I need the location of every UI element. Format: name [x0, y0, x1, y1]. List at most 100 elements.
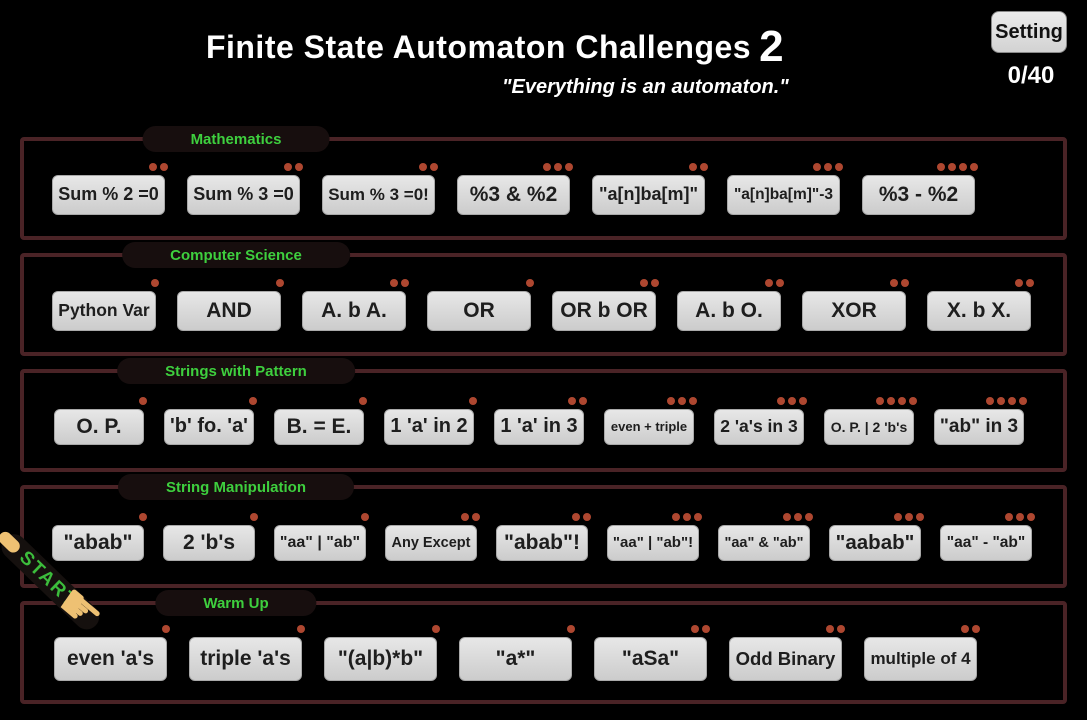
- challenge-item: even + triple: [604, 396, 697, 445]
- category-label-pill: Mathematics: [142, 126, 330, 152]
- challenge-button-b-e[interactable]: B. = E.: [274, 408, 364, 445]
- challenge-label: Sum % 3 =0!: [328, 184, 429, 204]
- challenge-button-odd-binary[interactable]: Odd Binary: [729, 636, 842, 681]
- progress-dot: [419, 162, 427, 171]
- progress-dots: [689, 162, 708, 171]
- challenge-label: multiple of 4: [870, 648, 971, 668]
- challenge-button-a-n-ba-m[interactable]: "a[n]ba[m]": [592, 174, 705, 215]
- category-label: Warm Up: [203, 594, 269, 612]
- challenge-button-or[interactable]: OR: [427, 290, 531, 331]
- progress-dot: [788, 396, 796, 405]
- progress-dots: [567, 624, 575, 633]
- challenge-button-abab[interactable]: "abab"!: [496, 524, 588, 561]
- challenge-label: B. = E.: [286, 414, 352, 438]
- challenge-item: Sum % 3 =0: [187, 162, 303, 215]
- challenge-button-o-p[interactable]: O. P.: [54, 408, 144, 445]
- challenge-button-1-a-in-2[interactable]: 1 'a' in 2: [384, 408, 474, 445]
- progress-dot: [361, 512, 369, 521]
- challenge-button-asa[interactable]: "aSa": [594, 636, 707, 681]
- challenge-button-even-triple[interactable]: even + triple: [604, 408, 694, 445]
- challenge-button-aa-ab[interactable]: "aa" - "ab": [940, 524, 1032, 561]
- challenge-item: 1 'a' in 3: [494, 396, 587, 445]
- challenge-button-ab-in-3[interactable]: "ab" in 3: [934, 408, 1024, 445]
- challenge-label: Python Var: [58, 300, 150, 320]
- challenge-label: O. P. | 2 'b's: [830, 418, 908, 435]
- challenge-button-any-except[interactable]: Any Except: [385, 524, 477, 561]
- challenge-label: 1 'a' in 3: [500, 415, 578, 437]
- progress-dot: [401, 278, 409, 287]
- progress-dots: [783, 512, 813, 521]
- challenge-item: "ab" in 3: [934, 396, 1027, 445]
- progress-dots: [777, 396, 807, 405]
- title-text: Finite State Automaton Challenges: [205, 29, 752, 65]
- challenge-button-2-a-s-in-3[interactable]: 2 'a's in 3: [714, 408, 804, 445]
- challenge-button-a-b-b[interactable]: "(a|b)*b": [324, 636, 437, 681]
- challenge-button-triple-a-s[interactable]: triple 'a's: [189, 636, 302, 681]
- progress-dot: [916, 512, 924, 521]
- challenge-item: Odd Binary: [729, 624, 845, 681]
- progress-dot: [1016, 512, 1024, 521]
- challenge-button-multiple-of-4[interactable]: multiple of 4: [864, 636, 977, 681]
- challenge-button-even-a-s[interactable]: even 'a's: [54, 636, 167, 681]
- challenge-button-3-2[interactable]: %3 & %2: [457, 174, 570, 215]
- progress-dots: [568, 396, 587, 405]
- challenge-button-aa-ab[interactable]: "aa" | "ab": [274, 524, 366, 561]
- progress-dots: [826, 624, 845, 633]
- challenge-button-sum-3-0[interactable]: Sum % 3 =0!: [322, 174, 435, 215]
- progress-dot: [1027, 512, 1035, 521]
- challenge-button-a-b-a[interactable]: A. b A.: [302, 290, 406, 331]
- challenge-button-a[interactable]: "a*": [459, 636, 572, 681]
- progress-dot: [694, 512, 702, 521]
- progress-dots: [419, 162, 438, 171]
- challenge-button-b-fo-a[interactable]: 'b' fo. 'a': [164, 408, 254, 445]
- challenge-button-or-b-or[interactable]: OR b OR: [552, 290, 656, 331]
- challenge-item: Any Except: [385, 512, 480, 561]
- challenge-label: "aa" | "ab": [279, 533, 361, 551]
- challenge-item: "a[n]ba[m]": [592, 162, 708, 215]
- progress-dot: [667, 396, 675, 405]
- progress-dot: [583, 512, 591, 521]
- section-mathematics: Mathematics Sum % 2 =0 Sum % 3 =0 Sum % …: [20, 126, 1067, 240]
- challenge-button-2-b-s[interactable]: 2 'b's: [163, 524, 255, 561]
- progress-dot: [689, 396, 697, 405]
- challenge-row: Sum % 2 =0 Sum % 3 =0 Sum % 3 =0! %3 & %…: [24, 141, 1063, 236]
- progress-dots: [139, 396, 147, 405]
- challenge-label: triple 'a's: [200, 646, 291, 670]
- challenge-sections: Mathematics Sum % 2 =0 Sum % 3 =0 Sum % …: [20, 126, 1067, 704]
- setting-button[interactable]: Setting: [991, 11, 1067, 53]
- challenge-item: 2 'a's in 3: [714, 396, 807, 445]
- progress-dot: [554, 162, 562, 171]
- subtitle-quote: "Everything is an automaton.": [502, 76, 789, 98]
- challenge-button-x-b-x[interactable]: X. b X.: [927, 290, 1031, 331]
- challenge-button-xor[interactable]: XOR: [802, 290, 906, 331]
- challenge-button-o-p-2-b-s[interactable]: O. P. | 2 'b's: [824, 408, 914, 445]
- challenge-row: Python Var AND A. b A. OR OR b OR A. b O…: [24, 257, 1063, 352]
- challenge-item: 'b' fo. 'a': [164, 396, 257, 445]
- progress-dots: [284, 162, 303, 171]
- challenge-item: "aa" - "ab": [940, 512, 1035, 561]
- challenge-button-sum-2-0[interactable]: Sum % 2 =0: [52, 174, 165, 215]
- challenge-label: A. b A.: [321, 298, 387, 322]
- challenge-button-python-var[interactable]: Python Var: [52, 290, 156, 331]
- progress-dots: [359, 396, 367, 405]
- challenge-button-a-b-o[interactable]: A. b O.: [677, 290, 781, 331]
- progress-dot: [876, 396, 884, 405]
- challenge-button-sum-3-0[interactable]: Sum % 3 =0: [187, 174, 300, 215]
- challenge-button-3-2[interactable]: %3 - %2: [862, 174, 975, 215]
- challenge-button-a-n-ba-m-3[interactable]: "a[n]ba[m]"-3: [727, 174, 840, 215]
- challenge-label: OR: [463, 298, 495, 322]
- progress-dot: [526, 278, 534, 287]
- challenge-label: O. P.: [76, 414, 122, 438]
- progress-dot: [689, 162, 697, 171]
- challenge-button-aabab[interactable]: "aabab": [829, 524, 921, 561]
- challenge-button-1-a-in-3[interactable]: 1 'a' in 3: [494, 408, 584, 445]
- progress-dot: [567, 624, 575, 633]
- challenge-button-aa-ab[interactable]: "aa" | "ab"!: [607, 524, 699, 561]
- challenge-button-abab[interactable]: "abab": [52, 524, 144, 561]
- category-label: Mathematics: [190, 130, 282, 148]
- progress-dots: [469, 396, 477, 405]
- progress-dot: [890, 278, 898, 287]
- progress-dot: [905, 512, 913, 521]
- challenge-button-aa-ab[interactable]: "aa" & "ab": [718, 524, 810, 561]
- challenge-button-and[interactable]: AND: [177, 290, 281, 331]
